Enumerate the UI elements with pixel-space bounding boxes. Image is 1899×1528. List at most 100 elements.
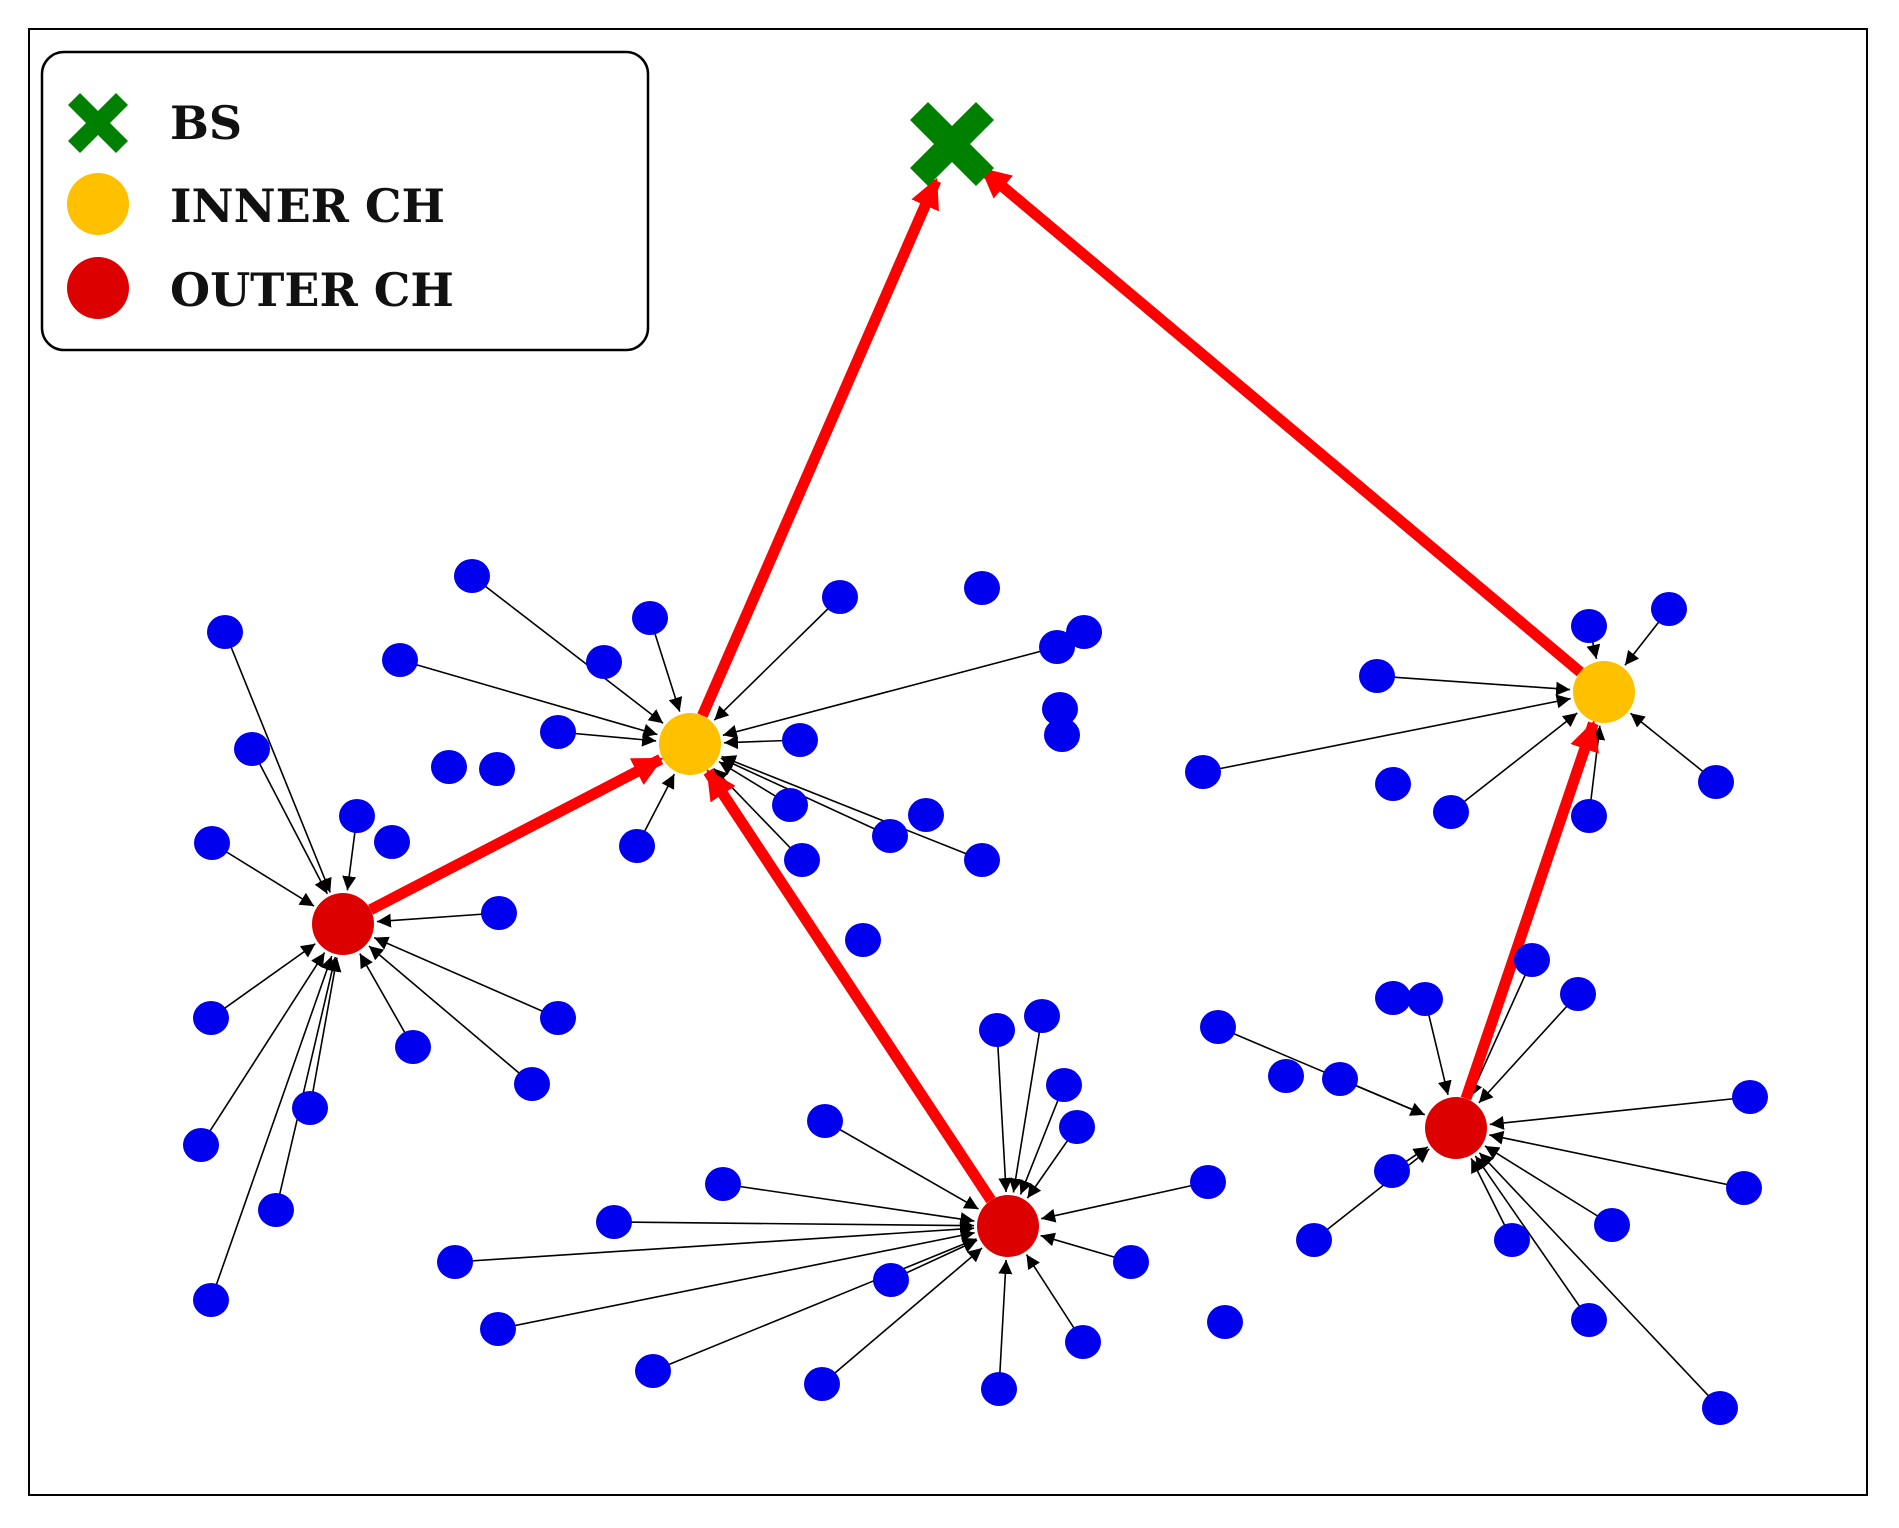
sensor-node: [1732, 1080, 1768, 1114]
sensor-node: [782, 723, 818, 757]
sensor-node: [1651, 592, 1687, 626]
member-link-arrow: [1376, 675, 1571, 696]
sensor-node: [1374, 1154, 1410, 1188]
sensor-node: [1113, 1245, 1149, 1279]
x-cross-icon: [68, 93, 128, 153]
sensor-node: [193, 1283, 229, 1317]
sensor-node: [514, 1067, 550, 1101]
sensor-node: [964, 571, 1000, 605]
sensor-node: [1571, 799, 1607, 833]
member-link-arrow: [1019, 1084, 1065, 1195]
member-link-arrow: [1474, 1155, 1590, 1321]
member-link-arrow: [454, 1222, 975, 1263]
circle-icon: [67, 173, 129, 235]
sensor-node: [339, 799, 375, 833]
sensor-node: [1065, 1325, 1101, 1359]
member-link-arrow: [1025, 1254, 1084, 1343]
legend-box: [40, 50, 650, 352]
sensor-node: [1059, 1110, 1095, 1144]
sensor-node: [1024, 999, 1060, 1033]
member-link-arrow: [1313, 1148, 1430, 1241]
sensor-node: [1726, 1171, 1762, 1205]
sensor-node: [193, 1001, 229, 1035]
sensor-node: [873, 1263, 909, 1297]
member-link-arrow: [399, 659, 658, 738]
sensor-node: [635, 1354, 671, 1388]
base-station-node: [910, 102, 994, 186]
sensor-node: [807, 1104, 843, 1138]
sensor-node: [480, 1312, 516, 1346]
sensor-node: [1494, 1223, 1530, 1257]
sensor-node: [1560, 977, 1596, 1011]
member-link-arrow: [613, 1218, 975, 1233]
sensor-node: [207, 615, 243, 649]
outer-ch-node: [1425, 1097, 1487, 1159]
member-links: [200, 575, 1751, 1409]
sensor-node: [772, 788, 808, 822]
cluster-head-route-arrow: [697, 177, 942, 718]
sensor-node: [1571, 609, 1607, 643]
inner-ch-node: [659, 713, 721, 775]
member-link-arrow: [497, 1228, 975, 1330]
member-link-arrow: [821, 1247, 983, 1385]
sensor-node: [234, 732, 270, 766]
sensor-node: [1046, 1068, 1082, 1102]
sensor-node: [845, 923, 881, 957]
member-link-arrow: [722, 1183, 975, 1226]
member-link-arrow: [359, 953, 414, 1048]
sensor-node: [1571, 1303, 1607, 1337]
member-link-arrow: [1202, 694, 1571, 773]
member-link-arrow: [1484, 1145, 1613, 1226]
member-link-arrow: [1008, 1015, 1043, 1193]
member-link-arrow: [1478, 993, 1579, 1104]
legend-label-inner-ch: INNER CH: [170, 179, 445, 233]
sensor-node: [1698, 765, 1734, 799]
member-link-arrow: [722, 646, 1058, 739]
sensor-node: [540, 1001, 576, 1035]
legend: BS INNER CH OUTER CH: [40, 50, 650, 352]
sensor-node: [632, 601, 668, 635]
sensor-node: [1375, 767, 1411, 801]
member-link-arrow: [1478, 1152, 1721, 1409]
sensor-node: [1200, 1010, 1236, 1044]
sensor-node: [1268, 1059, 1304, 1093]
sensor-node: [872, 819, 908, 853]
sensor-node: [183, 1128, 219, 1162]
member-link-arrow: [200, 952, 326, 1146]
member-link-arrow: [652, 1237, 977, 1372]
legend-item-inner-ch: INNER CH: [67, 173, 445, 235]
member-link-arrow: [713, 596, 841, 721]
inner-ch-node: [1573, 661, 1635, 723]
sensor-node: [258, 1193, 294, 1227]
member-link-arrow: [368, 945, 533, 1085]
outer-ch-node: [977, 1195, 1039, 1257]
sensor-node: [1375, 981, 1411, 1015]
sensor-node: [822, 580, 858, 614]
legend-label-outer-ch: OUTER CH: [170, 263, 454, 317]
sensor-node: [981, 1372, 1017, 1406]
member-link-arrow: [998, 1259, 1013, 1390]
sensor-node: [979, 1013, 1015, 1047]
member-link-arrow: [471, 575, 664, 724]
legend-label-bs: BS: [170, 96, 242, 150]
sensor-node: [382, 643, 418, 677]
sensor-node: [1044, 718, 1080, 752]
member-link-arrow: [211, 842, 315, 907]
member-link-arrow: [373, 936, 559, 1019]
sensor-node: [1514, 943, 1550, 977]
member-link-arrow: [251, 748, 329, 895]
legend-item-outer-ch: OUTER CH: [67, 257, 454, 319]
sensor-node: [395, 1030, 431, 1064]
sensor-node: [437, 1245, 473, 1279]
cluster-head-links: [367, 165, 1599, 1204]
sensor-node: [908, 798, 944, 832]
cluster-head-route-arrow: [979, 165, 1584, 677]
cluster-head-route-arrow: [1460, 720, 1599, 1101]
sensor-node: [454, 559, 490, 593]
legend-item-bs: BS: [68, 93, 242, 153]
sensor-node: [1042, 692, 1078, 726]
sensor-node: [479, 752, 515, 786]
member-link-arrow: [210, 955, 334, 1301]
sensor-node: [596, 1205, 632, 1239]
